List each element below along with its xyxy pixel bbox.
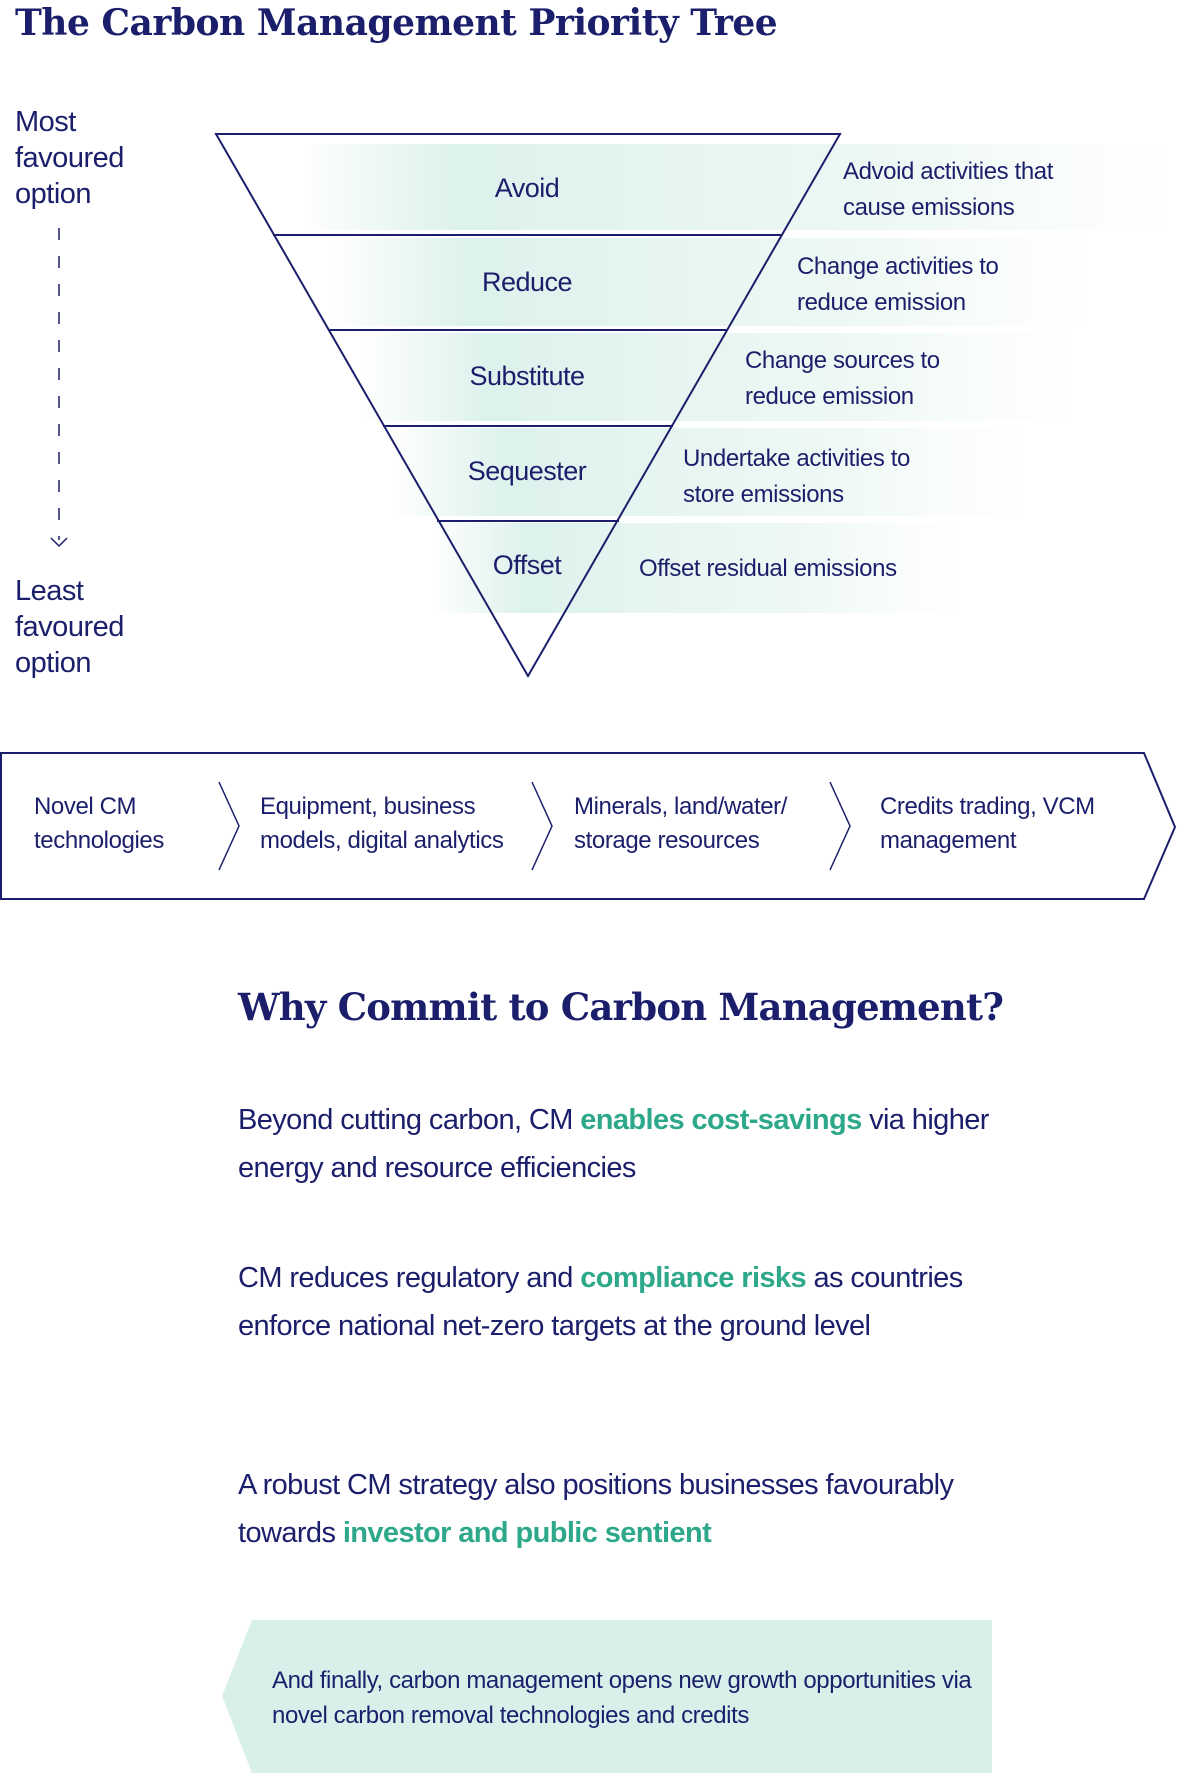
chain-line: Novel CM <box>34 793 137 820</box>
chain-line: Minerals, land/water/ <box>574 793 788 820</box>
least-line-3: option <box>15 647 92 679</box>
why-paragraph-2: CM reduces regulatory and compliance ris… <box>238 1254 1018 1350</box>
desc-line: Undertake activities to <box>683 445 910 472</box>
tier-reduce-description: Change activities to reduce emission <box>797 249 999 321</box>
tier-offset-description: Offset residual emissions <box>639 551 897 587</box>
scale-arrow-head-icon <box>50 537 68 548</box>
value-chain-outline <box>0 752 1177 900</box>
value-chain-step-4: Credits trading, VCM management <box>880 790 1095 858</box>
para-text: via higher energy and resource efficienc… <box>238 1104 989 1184</box>
why-paragraph-3: A robust CM strategy also positions busi… <box>238 1461 1018 1557</box>
desc-line: Change activities to <box>797 253 999 280</box>
tier-reduce-label: Reduce <box>482 267 572 297</box>
least-favoured-label: Least favoured option <box>15 573 124 681</box>
tier-substitute-label: Substitute <box>469 361 584 391</box>
para-text: Beyond cutting carbon, CM <box>238 1104 581 1136</box>
priority-tree-diagram: Avoid Reduce Substitute Sequester Offset <box>0 133 1181 900</box>
chevron-separator-3-icon <box>829 781 851 871</box>
chain-line: models, digital analytics <box>260 827 504 854</box>
chain-line: technologies <box>34 827 164 854</box>
priority-triangle <box>214 133 842 679</box>
band-reduce <box>330 238 1100 326</box>
chevron-separator-2-icon <box>531 781 553 871</box>
band-avoid <box>300 144 1181 230</box>
page-title: The Carbon Management Priority Tree <box>15 2 778 44</box>
band-substitute <box>360 333 1080 421</box>
desc-line: reduce emission <box>745 383 914 410</box>
desc-line: Change sources to <box>745 347 940 374</box>
chain-line: management <box>880 827 1017 854</box>
para-highlight: compliance risks <box>580 1262 806 1294</box>
tier-sequester-label: Sequester <box>468 456 587 486</box>
least-line-2: favoured <box>15 611 124 643</box>
tier-avoid-description: Advoid activities that cause emissions <box>843 154 1053 226</box>
least-line-1: Least <box>15 575 84 607</box>
desc-line: Advoid activities that <box>843 158 1053 185</box>
tier-offset-label: Offset <box>493 550 563 580</box>
para-text: A robust CM strategy also positions busi… <box>238 1469 954 1549</box>
most-line-3: option <box>15 178 92 210</box>
band-offset <box>430 523 970 613</box>
callout-background <box>222 1620 992 1773</box>
callout-text: And finally, carbon management opens new… <box>272 1667 972 1729</box>
value-chain-step-2: Equipment, business models, digital anal… <box>260 790 504 858</box>
para-highlight: investor and public sentient <box>342 1517 712 1549</box>
para-highlight: enables cost-savings <box>580 1104 862 1136</box>
band-sequester <box>390 428 1030 516</box>
tier-substitute-description: Change sources to reduce emission <box>745 343 940 415</box>
why-paragraph-1: Beyond cutting carbon, CM enables cost-s… <box>238 1096 1018 1192</box>
para-text: as countries enforce national net-zero t… <box>238 1262 963 1342</box>
desc-line: reduce emission <box>797 289 966 316</box>
why-section-title: Why Commit to Carbon Management? <box>238 985 1004 1029</box>
chain-line: Equipment, business <box>260 793 476 820</box>
desc-line: store emissions <box>683 481 844 508</box>
most-favoured-label: Most favoured option <box>15 104 124 212</box>
value-chain-step-1: Novel CM technologies <box>34 790 164 858</box>
value-chain-step-3: Minerals, land/water/ storage resources <box>574 790 787 858</box>
chain-line: storage resources <box>574 827 760 854</box>
chain-line: Credits trading, VCM <box>880 793 1095 820</box>
tier-avoid-label: Avoid <box>495 173 560 203</box>
chevron-separator-1-icon <box>218 781 240 871</box>
desc-line: Offset residual emissions <box>639 555 897 582</box>
most-line-1: Most <box>15 106 76 138</box>
para-text: CM reduces regulatory and <box>238 1262 581 1294</box>
tier-sequester-description: Undertake activities to store emissions <box>683 441 910 513</box>
desc-line: cause emissions <box>843 194 1015 221</box>
most-line-2: favoured <box>15 142 124 174</box>
